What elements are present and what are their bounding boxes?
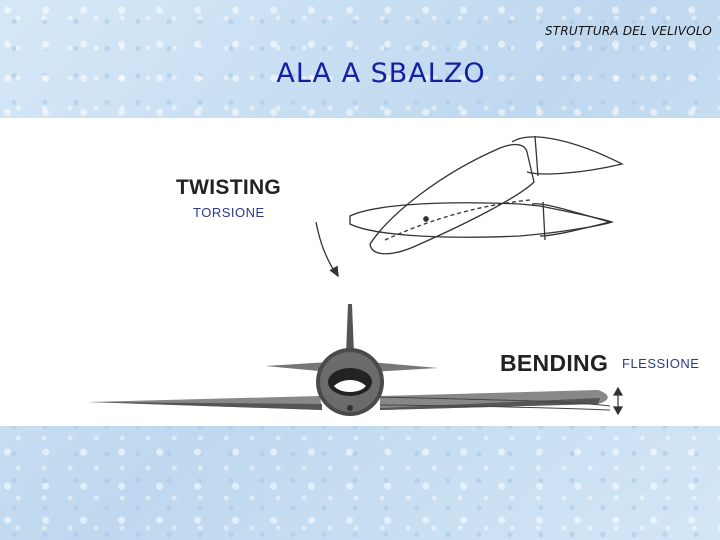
airplane-front-view xyxy=(88,304,611,416)
header-label: STRUTTURA DEL VELIVOLO xyxy=(544,24,712,38)
torsione-label: TORSIONE xyxy=(193,205,265,220)
flessione-label: FLESSIONE xyxy=(622,356,700,371)
slide-title: ALA A SBALZO xyxy=(276,58,486,89)
bending-arrow-icon xyxy=(612,386,624,416)
twist-arrow-icon xyxy=(315,221,339,278)
wing-airfoil-sketch xyxy=(349,135,624,255)
bending-label: BENDING xyxy=(500,350,609,376)
wing-illustration xyxy=(88,135,624,416)
wing-figure: TWISTING TORSIONE BENDING FLESSIONE xyxy=(0,118,720,426)
twisting-label: TWISTING xyxy=(176,176,282,199)
